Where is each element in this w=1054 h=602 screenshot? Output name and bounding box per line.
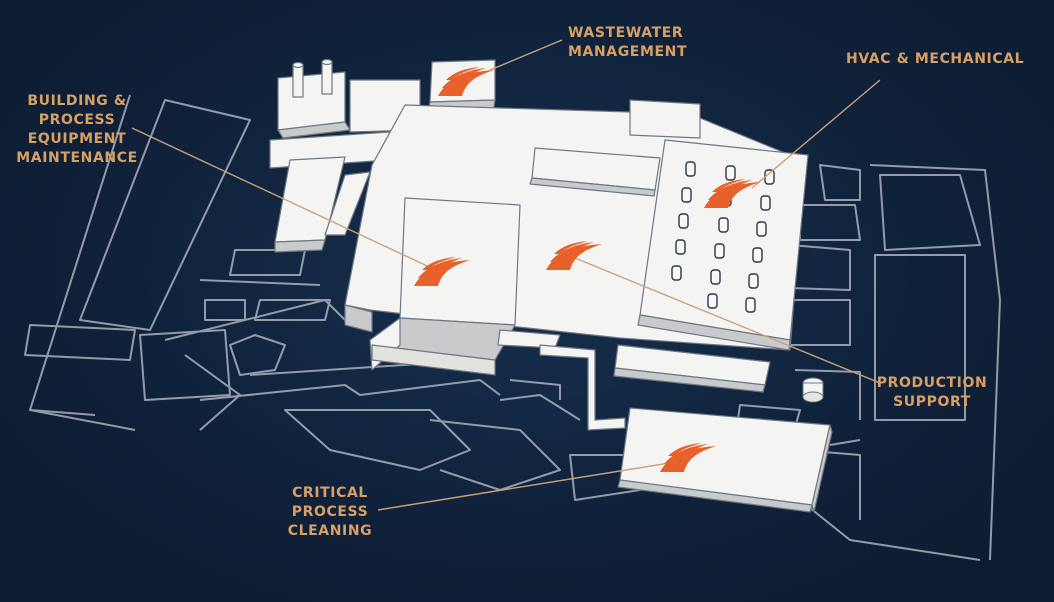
label-production-support[interactable]: PRODUCTION SUPPORT	[870, 374, 994, 412]
label-line: WASTEWATER	[568, 25, 684, 41]
label-line: EQUIPMENT	[27, 131, 127, 147]
label-line: HVAC & MECHANICAL	[846, 51, 1025, 67]
label-line: MANAGEMENT	[568, 44, 688, 60]
leader-lines	[131, 39, 881, 511]
label-building-process-equipment-maintenance[interactable]: BUILDING & PROCESS EQUIPMENT MAINTENANCE	[14, 92, 140, 168]
label-wastewater-management[interactable]: WASTEWATER MANAGEMENT	[568, 24, 687, 62]
storage-tank	[802, 377, 824, 403]
label-line: CRITICAL	[292, 485, 368, 501]
label-line: MAINTENANCE	[16, 150, 138, 166]
label-line: BUILDING &	[27, 93, 127, 109]
label-line: PROCESS	[38, 112, 116, 128]
label-hvac-mechanical[interactable]: HVAC & MECHANICAL	[846, 50, 1024, 69]
label-line: PRODUCTION	[876, 375, 988, 391]
facility-buildings	[269, 58, 833, 513]
label-line: SUPPORT	[893, 394, 971, 410]
label-line: PROCESS	[291, 504, 369, 520]
label-line: CLEANING	[287, 523, 373, 539]
label-critical-process-cleaning[interactable]: CRITICAL PROCESS CLEANING	[280, 484, 380, 541]
rooftop-vents	[671, 161, 775, 313]
